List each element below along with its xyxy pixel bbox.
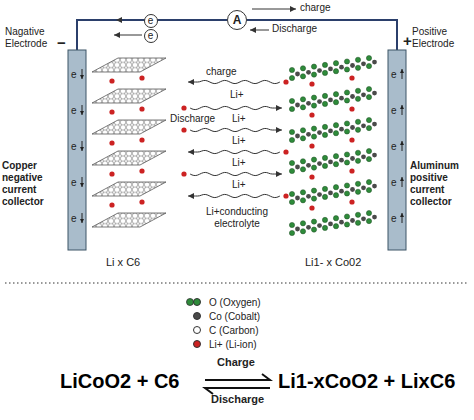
electron-label: e (71, 105, 77, 117)
ammeter: A (227, 10, 247, 30)
node-text: e (148, 16, 154, 26)
electron-label: e (391, 141, 397, 153)
legend-text: C (Carbon) (209, 325, 258, 336)
flow-label: charge (206, 66, 237, 78)
legend-swatch (193, 340, 201, 348)
legend-text: O (Oxygen) (209, 297, 261, 308)
legend-swatch (193, 298, 201, 306)
discharge-arrow (250, 30, 269, 31)
cobalt-oxide-layers (289, 56, 377, 236)
equilibrium-arrow (205, 374, 270, 380)
collector-label: Copper negative current collector (2, 160, 66, 208)
legend-text: Li+ (Li-ion) (209, 339, 257, 350)
electron-symbol: e (144, 29, 158, 43)
collector-label: Aluminum positive current collector (410, 160, 470, 208)
electrolyte-label: Li+conducting electrolyte (192, 206, 282, 230)
flow-label: Discharge (170, 113, 215, 125)
ion-label: Li+ (232, 135, 246, 147)
legend-row: C (Carbon) (190, 323, 258, 337)
legend-swatch (193, 326, 201, 334)
electron-label: e (391, 177, 397, 189)
ion-label: Li+ (232, 157, 246, 169)
legend-swatch (193, 312, 201, 320)
electrode-label: Nagative Electrode (5, 26, 57, 50)
node-text: A (233, 14, 242, 26)
ion-label: Li+ (232, 179, 246, 191)
electrode-formula: Li x C6 (106, 256, 140, 269)
plate-electron-arrows (82, 69, 402, 223)
electrode-formula: Li1- x Co02 (305, 256, 361, 269)
flow-label: charge (300, 2, 331, 14)
ion-flow-arrows (181, 79, 288, 198)
electrode-label: Positive Electrode (412, 26, 470, 50)
electron-symbol: e (144, 14, 158, 28)
reaction-direction: Charge (217, 356, 255, 369)
electron-label: e (71, 69, 77, 81)
electron-arrow (114, 35, 142, 36)
ion-label: Li+ (232, 113, 246, 125)
electron-label: e (391, 213, 397, 225)
equation-term: LiCoO2 + C6 (60, 369, 179, 393)
node-text: e (148, 31, 154, 41)
graphite-layers (92, 58, 166, 227)
ion-label: Li+ (230, 89, 244, 101)
legend-row: Li+ (Li-ion) (190, 337, 257, 351)
electron-label: e (391, 105, 397, 117)
flow-label: Discharge (272, 23, 317, 35)
electron-label: e (71, 213, 77, 225)
polarity-sign: − (57, 34, 66, 52)
legend-row: O (Oxygen) (190, 295, 261, 309)
electron-label: e (391, 69, 397, 81)
aluminum-collector (388, 50, 406, 250)
polarity-sign: + (403, 32, 412, 50)
charge-arrow (252, 9, 296, 10)
legend-text: Co (Cobalt) (209, 311, 260, 322)
electron-arrow (116, 19, 141, 21)
electron-label: e (71, 177, 77, 189)
copper-collector (68, 50, 86, 250)
equation-term: Li1-xCoO2 + LixC6 (278, 369, 455, 393)
legend-row: Co (Cobalt) (190, 309, 260, 323)
separator-line (5, 283, 469, 284)
electron-label: e (71, 141, 77, 153)
reaction-direction: Discharge (211, 393, 264, 406)
